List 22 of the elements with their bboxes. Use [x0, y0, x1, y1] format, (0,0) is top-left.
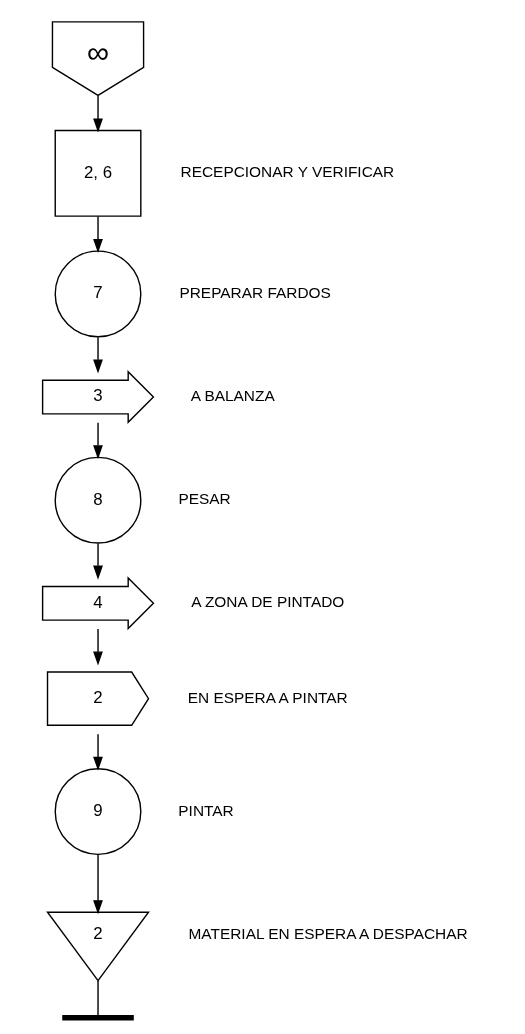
- node-circle: 8: [54, 456, 142, 544]
- node-circle: 7: [54, 250, 142, 338]
- node-label: MATERIAL EN ESPERA A DESPACHAR: [188, 924, 468, 942]
- node-label: PINTAR: [178, 801, 234, 819]
- node-bar: [62, 1015, 134, 1021]
- connector: [97, 979, 99, 1017]
- node-box: 2, 6: [54, 129, 142, 217]
- node-label: A ZONA DE PINTADO: [191, 593, 345, 611]
- node-label: PREPARAR FARDOS: [179, 283, 331, 301]
- node-label: EN ESPERA A PINTAR: [187, 688, 348, 706]
- arrow: [93, 336, 103, 374]
- arrow: [93, 628, 103, 666]
- arrow: [93, 733, 103, 771]
- arrow: [93, 215, 103, 253]
- node-label: A BALANZA: [190, 386, 275, 404]
- arrow: [93, 422, 103, 460]
- node-circle: 9: [54, 768, 142, 856]
- arrow: [93, 95, 103, 133]
- arrow: [93, 853, 103, 915]
- node-label: RECEPCIONAR Y VERIFICAR: [180, 163, 395, 181]
- arrow: [93, 542, 103, 580]
- node-label: PESAR: [178, 490, 231, 508]
